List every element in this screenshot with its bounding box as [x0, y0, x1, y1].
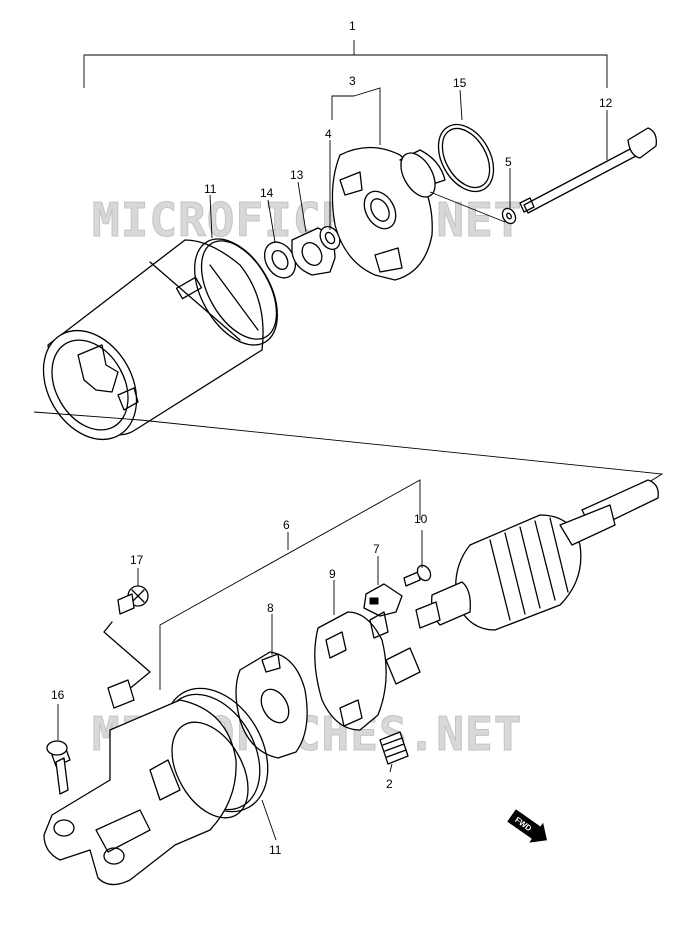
callout-5: 5	[505, 155, 512, 169]
assembly-bracket	[83, 40, 608, 160]
callout-9: 9	[329, 567, 336, 581]
spring-2	[379, 731, 409, 765]
callout-2: 2	[386, 777, 393, 791]
field-housing	[42, 239, 264, 441]
brush-holder-9	[314, 611, 421, 731]
through-bolt-12	[519, 127, 657, 214]
bolt-16	[46, 740, 71, 795]
screw-17	[103, 585, 151, 709]
front-bracket	[43, 699, 249, 886]
callout-6: 6	[283, 518, 290, 532]
callout-10: 10	[414, 512, 428, 526]
fwd-direction-badge: FWD	[507, 809, 547, 843]
end-cover-3	[331, 146, 446, 281]
armature	[415, 479, 659, 631]
callout-14: 14	[260, 186, 274, 200]
callout-7: 7	[373, 542, 380, 556]
callout-16: 16	[51, 688, 65, 702]
callout-15: 15	[453, 76, 467, 90]
screw-10	[403, 564, 432, 587]
o-ring-upper	[194, 238, 278, 346]
plate-8	[235, 651, 308, 759]
callout-labels: 1 3 15 12 4 11 14 13 5 6 10 7 17 9 8 16 …	[51, 19, 613, 857]
callout-11-upper: 11	[204, 182, 217, 196]
callout-13: 13	[290, 168, 304, 182]
callout-8: 8	[267, 601, 274, 615]
callout-17: 17	[130, 553, 144, 567]
callout-11-lower: 11	[269, 843, 282, 857]
callout-12: 12	[599, 96, 613, 110]
leader-lines	[57, 87, 511, 841]
brush-7	[363, 583, 403, 617]
washer-5	[501, 207, 517, 225]
watermark-top: MICROFICHES.NET	[92, 193, 522, 247]
o-ring-15	[437, 123, 495, 193]
callout-4: 4	[325, 127, 332, 141]
callout-3: 3	[349, 74, 356, 88]
callout-1: 1	[349, 19, 356, 33]
